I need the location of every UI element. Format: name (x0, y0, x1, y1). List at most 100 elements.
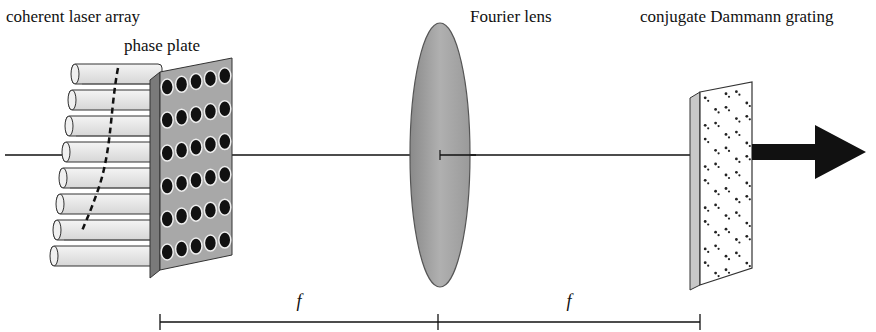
grating-dot (728, 96, 730, 98)
part-label: phase plate (122, 37, 202, 54)
phase-element (204, 202, 216, 218)
grating-dot (745, 262, 748, 265)
grating-dot (714, 122, 717, 125)
phase-element (219, 134, 231, 150)
phase-element (219, 199, 231, 215)
phase-element (190, 205, 202, 221)
grating-dot (704, 248, 707, 251)
grating-dot (745, 102, 748, 105)
phase-element (219, 101, 231, 117)
grating-dot (725, 255, 728, 258)
grating-dot (704, 179, 707, 182)
phase-element (161, 79, 173, 95)
phase-element (219, 166, 231, 182)
phase-element (219, 232, 231, 248)
grating-dot (745, 142, 748, 145)
grating-dot (738, 120, 740, 122)
grating-dot (749, 145, 751, 147)
grating-pattern (704, 90, 751, 277)
phase-element (161, 112, 173, 128)
grating-dot (707, 182, 709, 184)
grating-dot (707, 127, 709, 129)
grating-dot (725, 174, 728, 177)
grating-dot (735, 238, 738, 241)
phase-element (161, 145, 173, 161)
grating-dot (735, 157, 738, 160)
grating-dot (745, 222, 748, 225)
dimension-label: f (566, 292, 571, 310)
dammann-grating (700, 82, 752, 285)
grating-dot (735, 171, 738, 174)
grating-dot (738, 174, 740, 176)
phase-element (176, 241, 188, 257)
grating-dot (725, 133, 728, 136)
phase-plate-side (150, 72, 160, 278)
grating-dot (728, 272, 730, 274)
tube-end (50, 246, 58, 266)
phase-element (219, 68, 231, 84)
part-label: Fourier lens (470, 8, 552, 25)
phase-element (190, 139, 202, 155)
phase-element (176, 109, 188, 125)
tube-end (62, 142, 70, 162)
grating-dot (704, 220, 707, 223)
part-label: conjugate Dammann grating (640, 8, 834, 25)
grating-dot (718, 193, 720, 195)
grating-dot (704, 96, 707, 99)
grating-dot (718, 248, 720, 250)
phase-element (204, 235, 216, 251)
grating-dot (725, 92, 728, 95)
phase-element (176, 142, 188, 158)
phase-element (161, 244, 173, 260)
grating-dot (735, 117, 738, 120)
grating-dot (725, 214, 728, 217)
grating-dot (707, 141, 709, 143)
laser-tube (69, 90, 163, 110)
dimension-tick (437, 314, 438, 330)
grating-dot (745, 182, 748, 185)
phase-element (204, 169, 216, 185)
tube-end (59, 168, 67, 188)
lens-tick (439, 150, 440, 160)
laser-tube (66, 116, 164, 136)
phase-element (190, 73, 202, 89)
grating-dot (735, 211, 738, 214)
tube-seam (70, 188, 158, 189)
grating-dot (718, 234, 720, 236)
phase-element (204, 136, 216, 152)
grating-dot (738, 134, 740, 136)
grating-dot (749, 238, 751, 240)
grating-dot (714, 163, 717, 166)
tube-seam (76, 136, 156, 137)
grating-dot (745, 115, 748, 118)
tube-end (53, 220, 61, 240)
grating-dot (725, 106, 728, 109)
grating-dot (728, 109, 730, 111)
grating-dot (738, 161, 740, 163)
grating-side (690, 92, 700, 290)
grating-dot (728, 190, 730, 192)
phase-plate-elements (161, 68, 231, 260)
grating-dot (707, 100, 709, 102)
grating-dot (707, 265, 709, 267)
grating-dot (718, 111, 720, 113)
grating-dot (738, 201, 740, 203)
grating-dot (735, 131, 738, 134)
grating-dot (704, 261, 707, 264)
grating-dot (738, 215, 740, 217)
tube-end (65, 116, 73, 136)
phase-element (190, 172, 202, 188)
grating-dot (718, 207, 720, 209)
grating-dot (735, 198, 738, 201)
phase-plate (160, 58, 232, 270)
phase-element (204, 104, 216, 120)
grating-dot (728, 177, 730, 179)
tube-end (68, 90, 76, 110)
phase-element (176, 175, 188, 191)
grating-dot (714, 244, 717, 247)
tube-end (56, 194, 64, 214)
grating-dot (728, 258, 730, 260)
grating-dot (745, 235, 748, 238)
grating-dot (728, 231, 730, 233)
dashed-curve (83, 68, 118, 232)
